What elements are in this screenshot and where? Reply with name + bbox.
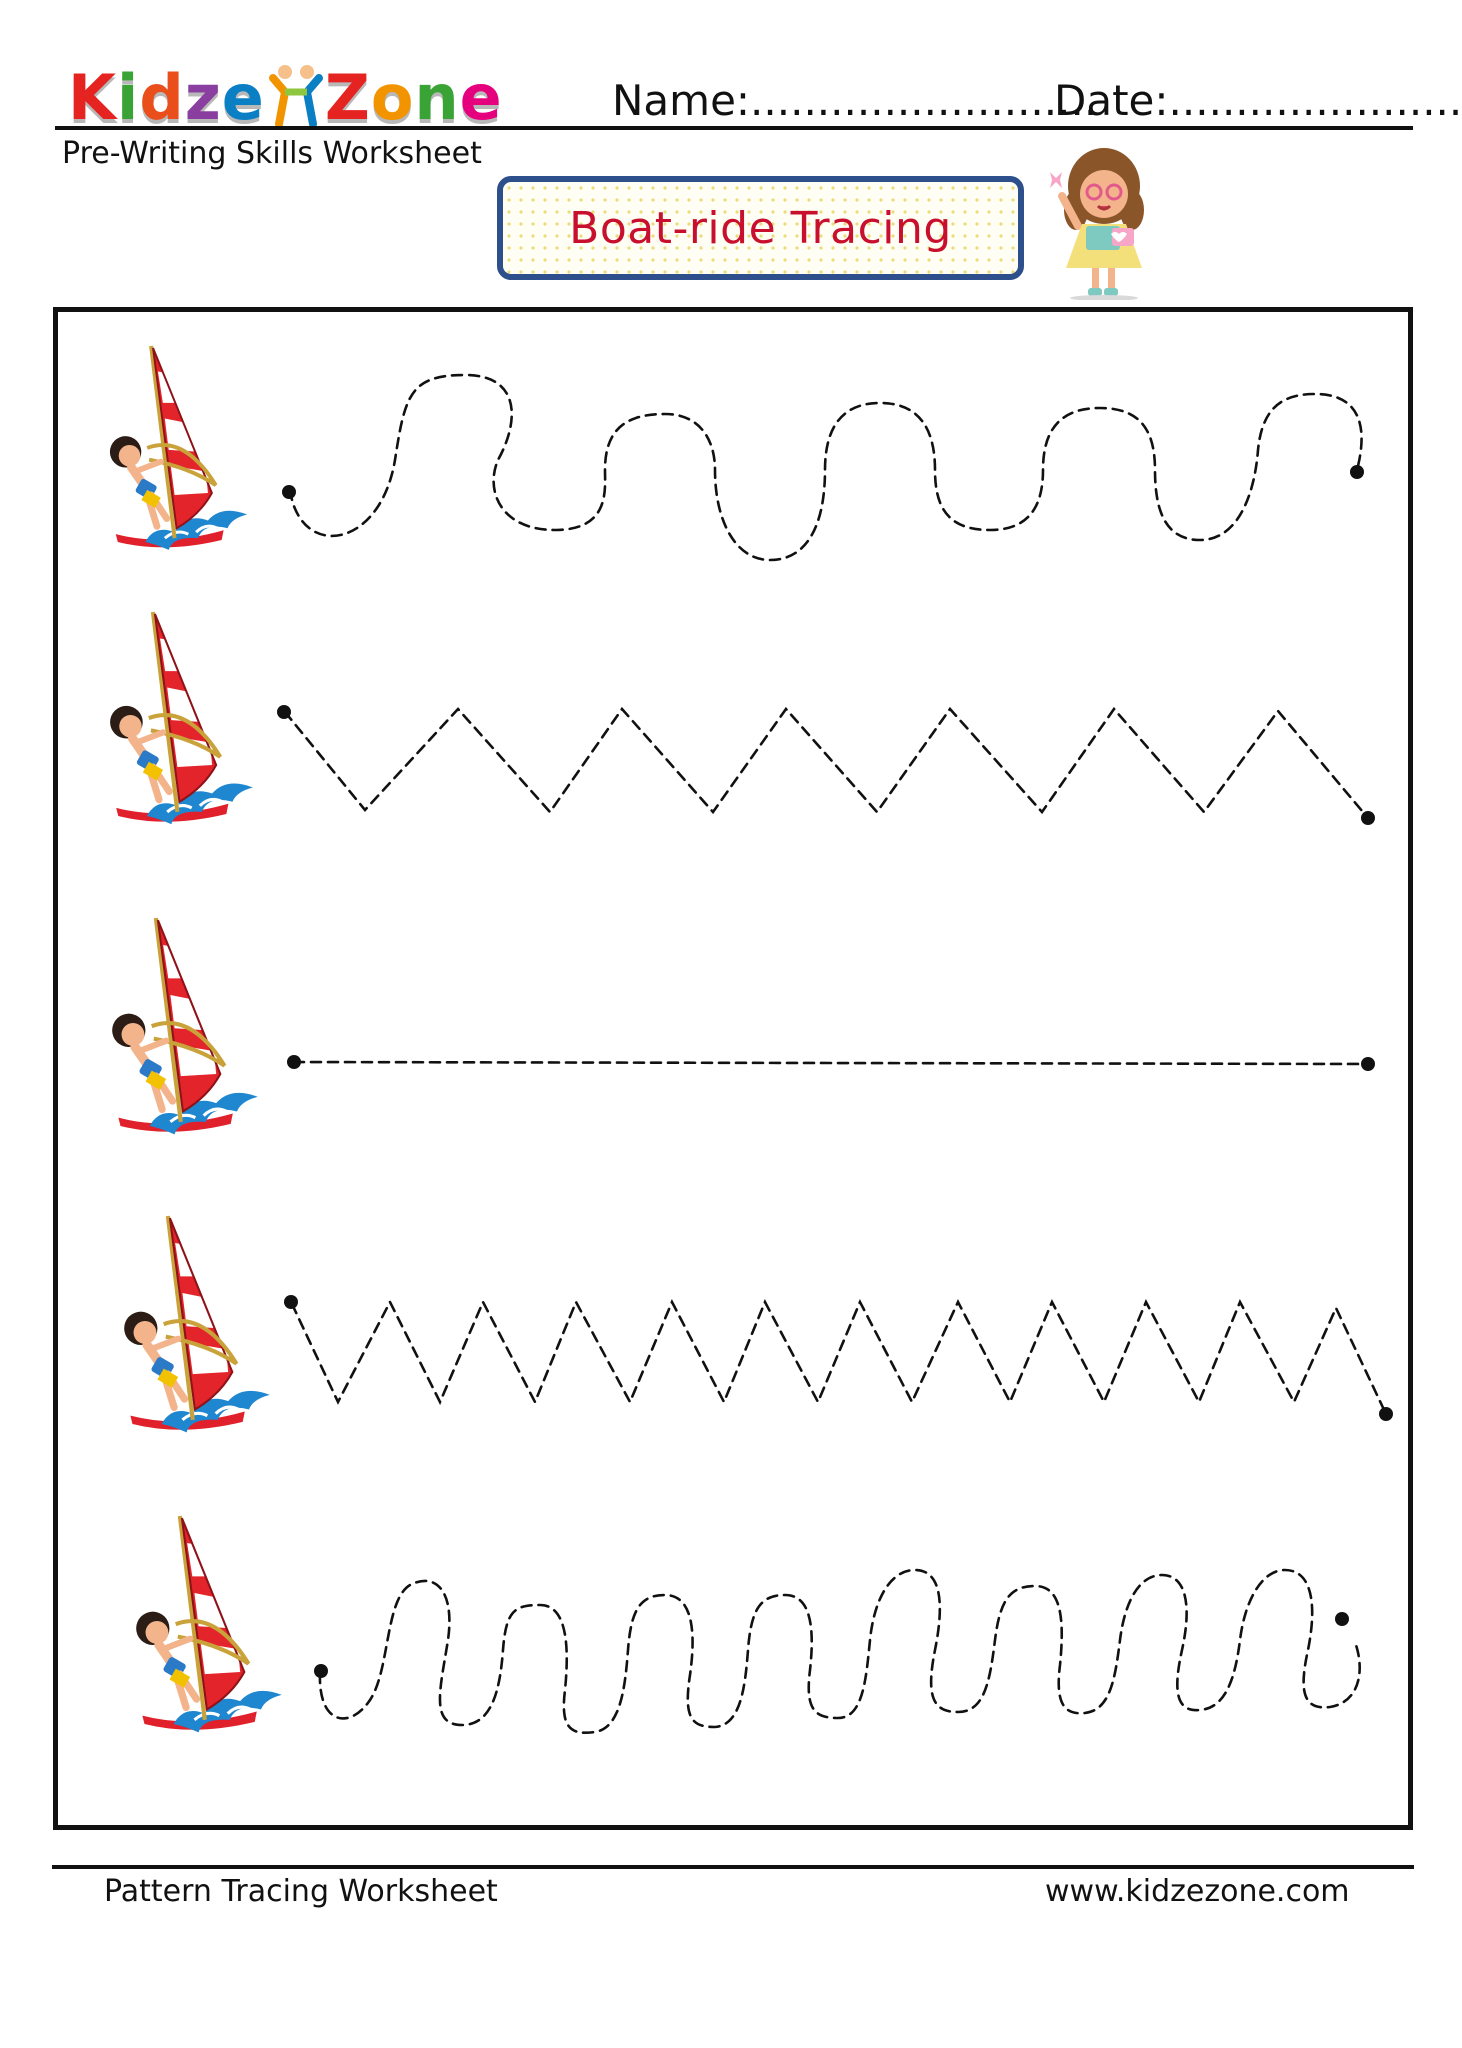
worksheet-subtitle: Pre-Writing Skills Worksheet bbox=[62, 136, 482, 171]
footer-website-link[interactable]: www.kidzezone.com bbox=[1045, 1874, 1350, 1909]
logo-letter: e bbox=[221, 60, 265, 134]
windsurfer-icon bbox=[110, 612, 253, 824]
start-dot bbox=[284, 1295, 298, 1309]
logo-letter: K bbox=[68, 60, 118, 134]
logo-letter: i bbox=[117, 60, 140, 134]
end-dot bbox=[1361, 811, 1375, 825]
date-field-label[interactable]: Date:....................... bbox=[1054, 76, 1462, 125]
start-dot bbox=[287, 1055, 301, 1069]
end-dot bbox=[1350, 465, 1364, 479]
windsurfer-icon bbox=[110, 346, 247, 550]
footer-caption: Pattern Tracing Worksheet bbox=[104, 1874, 498, 1909]
logo-letter: o bbox=[370, 60, 415, 134]
trace-path-small-zigzag[interactable] bbox=[290, 1298, 1388, 1416]
logo-kids-icon bbox=[268, 65, 323, 128]
logo-letter: Z bbox=[324, 60, 371, 134]
trace-path-straight-line[interactable] bbox=[292, 1060, 1370, 1066]
trace-path-large-wave[interactable] bbox=[288, 373, 1363, 562]
footer-divider bbox=[52, 1865, 1414, 1869]
logo-letter: n bbox=[414, 60, 460, 134]
title-banner: Boat-ride Tracing bbox=[497, 176, 1024, 280]
header-divider bbox=[55, 126, 1413, 130]
girl-mascot-icon bbox=[1050, 148, 1144, 300]
end-dot bbox=[1379, 1407, 1393, 1421]
name-field-label[interactable]: Name:.......................... bbox=[612, 76, 1098, 125]
start-dot bbox=[314, 1664, 328, 1678]
windsurfer-icon bbox=[136, 1516, 282, 1732]
kidzezone-logo: K i d z e Z o n e bbox=[68, 60, 503, 134]
logo-letter: e bbox=[459, 60, 503, 134]
start-dot bbox=[277, 705, 291, 719]
tracing-area-frame bbox=[53, 307, 1413, 1830]
windsurfer-icon bbox=[124, 1216, 270, 1432]
end-dot bbox=[1335, 1612, 1349, 1626]
trace-path-loops[interactable] bbox=[318, 1568, 1361, 1734]
logo-letter: z bbox=[184, 60, 222, 134]
end-dot bbox=[1361, 1057, 1375, 1071]
logo-letter: d bbox=[139, 60, 185, 134]
trace-path-zigzag[interactable] bbox=[283, 706, 1370, 820]
trace-dots bbox=[277, 465, 1393, 1678]
start-dot bbox=[282, 485, 296, 499]
windsurfer-icon bbox=[112, 918, 258, 1134]
worksheet-title: Boat-ride Tracing bbox=[569, 202, 952, 254]
